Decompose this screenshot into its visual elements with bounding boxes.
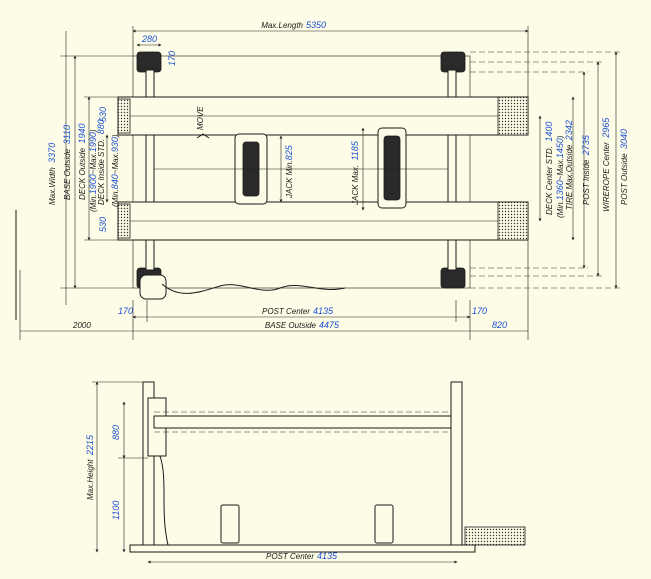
deck-inside-range: (Min.840~Max.930) xyxy=(110,134,120,207)
side-post-center-label: POST Center xyxy=(266,552,314,561)
jack-right-pad xyxy=(383,135,401,201)
ramp-top xyxy=(497,96,529,136)
post-inside: POST Inside 2735 xyxy=(576,134,593,205)
side-view-dimensions: 880 Max.Height 2215 1100 POST Center 413… xyxy=(80,381,458,564)
deck-width-bottom: 530 xyxy=(98,217,108,232)
side-lower: 1100 xyxy=(111,501,121,520)
max-length-label: Max.Length xyxy=(261,21,303,30)
deck-inside: DECK Inside STD. 880 xyxy=(91,119,108,205)
base-outside-value: 4475 xyxy=(319,320,340,330)
base-outside-w: BASE Outside 3110 xyxy=(57,125,74,200)
side-max-height: Max.Height 2215 xyxy=(80,434,97,500)
base-outside-label: BASE Outside xyxy=(265,321,317,330)
post-outside: POST Outside 3040 xyxy=(614,129,631,205)
post-top-right xyxy=(440,51,466,73)
jack-max: JACK Max. 1185 xyxy=(345,140,362,206)
side-post-right xyxy=(450,381,463,551)
side-jack-left xyxy=(220,504,240,544)
base-frame xyxy=(132,55,471,289)
cross-beam-right xyxy=(447,69,457,271)
max-length-value: 5350 xyxy=(306,20,326,30)
move-label: MOVE xyxy=(196,106,205,130)
deck-center-range: (Min.1360~Max.1450) xyxy=(555,135,565,218)
cross-beam-left xyxy=(145,69,155,271)
stopper-top xyxy=(117,98,131,134)
motor-unit xyxy=(139,274,167,300)
post-center-value: 4135 xyxy=(313,306,334,316)
side-upper: 880 xyxy=(111,425,121,440)
post-center-label: POST Center xyxy=(262,307,310,316)
side-base xyxy=(129,544,476,553)
tail: 820 xyxy=(492,320,507,330)
post-top-left xyxy=(136,51,162,73)
ramp-bottom xyxy=(497,201,529,241)
hydraulic-hose xyxy=(161,283,346,294)
side-post-center-value: 4135 xyxy=(317,551,338,561)
post-bottom-right xyxy=(440,267,466,289)
left-pad: 170 xyxy=(118,306,133,316)
post-gap-top: 170 xyxy=(167,51,177,66)
side-hose xyxy=(159,455,169,546)
max-width: Max.Width 3370 xyxy=(42,143,59,205)
stopper-bottom xyxy=(117,203,131,239)
post-width-top: 280 xyxy=(141,34,157,44)
side-runway xyxy=(153,415,452,429)
side-jack-right xyxy=(374,504,394,544)
tire-max-outside: TIRE Max.Outside 2342 xyxy=(559,120,576,210)
move-arrow-icon xyxy=(196,133,210,139)
top-view-dimensions: Max.Length 5350 280 170 170 170 POST Cen… xyxy=(15,20,631,340)
top-view: MOVE xyxy=(117,51,529,300)
side-view xyxy=(129,381,526,553)
deck-center: DECK Center STD. 1400 xyxy=(539,122,556,215)
approach: 2000 xyxy=(72,321,91,330)
wirerope-center: WIREROPE Center 2965 xyxy=(596,117,613,212)
deck-outside: DECK Outside 1940 xyxy=(72,123,89,200)
right-pad: 170 xyxy=(472,306,487,316)
deck-outside-range: (Min.1900~Max.1990) xyxy=(88,129,98,212)
deck-width-top: 530 xyxy=(98,107,108,122)
jack-min: JACK Min.825 xyxy=(284,144,294,199)
side-ramp xyxy=(464,526,526,546)
